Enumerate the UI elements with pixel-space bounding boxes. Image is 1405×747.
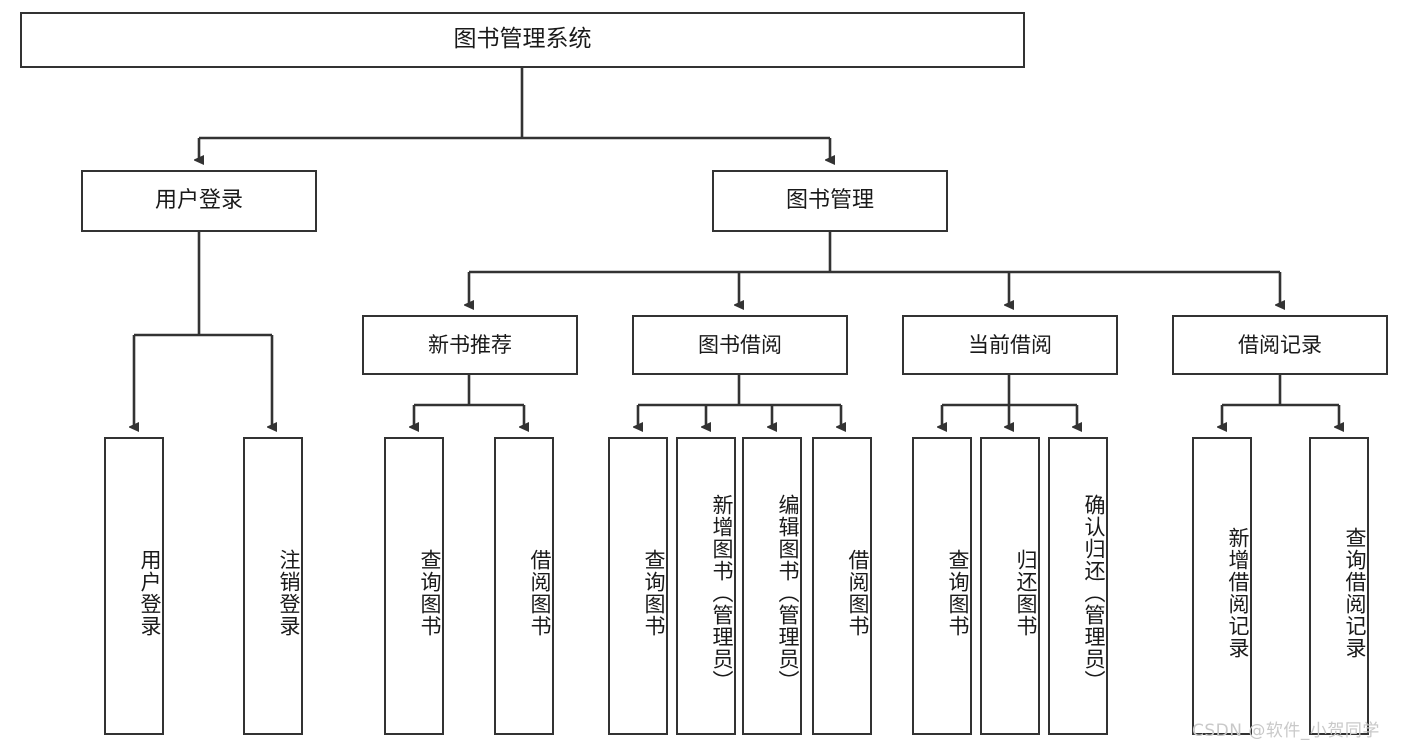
node-leaf-confirm-return[interactable]: 确认归还（管理员） [1048, 437, 1108, 735]
node-label: 借阅图书 [528, 549, 552, 637]
node-user-login[interactable]: 用户登录 [81, 170, 317, 232]
node-label: 确认归还（管理员） [1082, 494, 1106, 692]
node-leaf-logout[interactable]: 注销登录 [243, 437, 303, 735]
node-label: 编辑图书（管理员） [776, 494, 800, 692]
node-leaf-borrow-book[interactable]: 借阅图书 [812, 437, 872, 735]
node-leaf-borrow-book-recommend[interactable]: 借阅图书 [494, 437, 554, 735]
node-book-borrow[interactable]: 图书借阅 [632, 315, 848, 375]
node-leaf-query-borrow-record[interactable]: 查询借阅记录 [1309, 437, 1369, 735]
node-label: 用户登录 [138, 549, 162, 637]
node-current-borrow[interactable]: 当前借阅 [902, 315, 1118, 375]
node-label: 归还图书 [1014, 549, 1038, 637]
node-leaf-add-book[interactable]: 新增图书（管理员） [676, 437, 736, 735]
node-leaf-query-book-recommend[interactable]: 查询图书 [384, 437, 444, 735]
node-label: 图书借阅 [698, 332, 782, 357]
node-leaf-return-book[interactable]: 归还图书 [980, 437, 1040, 735]
node-label: 图书管理 [785, 188, 874, 214]
node-label: 图书管理系统 [453, 26, 592, 53]
node-label: 当前借阅 [968, 332, 1052, 357]
node-leaf-query-book-borrow[interactable]: 查询图书 [608, 437, 668, 735]
watermark: CSDN @软件_小贺同学 [1192, 721, 1380, 741]
node-label: 用户登录 [154, 188, 243, 214]
node-label: 查询图书 [946, 549, 970, 637]
node-label: 借阅记录 [1238, 332, 1322, 357]
node-leaf-query-book-current[interactable]: 查询图书 [912, 437, 972, 735]
node-label: 注销登录 [277, 549, 301, 637]
node-label: 新增借阅记录 [1226, 527, 1250, 659]
node-new-book-recommend[interactable]: 新书推荐 [362, 315, 578, 375]
node-label: 新书推荐 [428, 332, 512, 357]
node-root-system[interactable]: 图书管理系统 [20, 12, 1025, 68]
node-leaf-edit-book[interactable]: 编辑图书（管理员） [742, 437, 802, 735]
node-label: 查询图书 [418, 549, 442, 637]
node-leaf-add-borrow-record[interactable]: 新增借阅记录 [1192, 437, 1252, 735]
node-book-manage[interactable]: 图书管理 [712, 170, 948, 232]
node-label: 查询借阅记录 [1343, 527, 1367, 659]
node-label: 查询图书 [642, 549, 666, 637]
node-borrow-record[interactable]: 借阅记录 [1172, 315, 1388, 375]
node-label: 新增图书（管理员） [710, 494, 734, 692]
node-leaf-user-login[interactable]: 用户登录 [104, 437, 164, 735]
node-label: 借阅图书 [846, 549, 870, 637]
